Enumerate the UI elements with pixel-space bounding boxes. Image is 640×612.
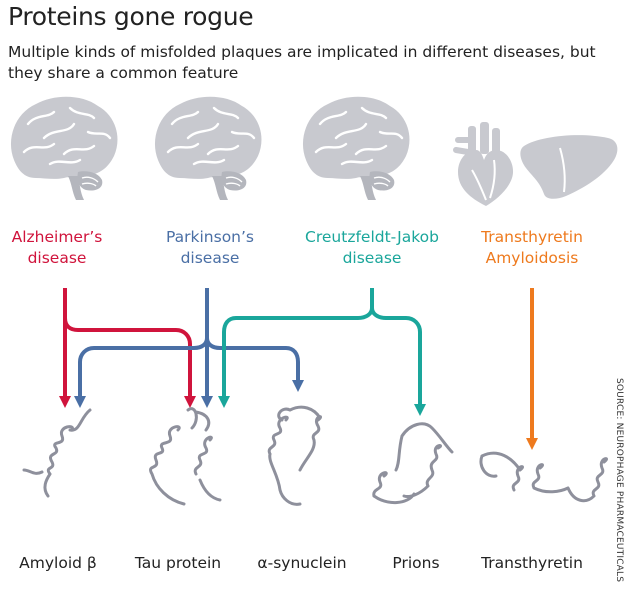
protein-label-amyloid: Amyloid β	[19, 554, 97, 572]
protein-label-prions: Prions	[392, 554, 439, 572]
connector-alzheimers-tau	[63, 317, 192, 398]
disease-label-alzheimers-line2: disease	[28, 249, 87, 267]
liver-icon	[520, 135, 618, 199]
figure-subtitle: Multiple kinds of misfolded plaques are …	[8, 43, 596, 82]
protein-label-synuclein: α-synuclein	[257, 554, 346, 572]
disease-label-parkinsons-line2: disease	[181, 249, 240, 267]
protein-ribbon-amyloid	[22, 408, 92, 498]
heart-icon	[453, 122, 514, 206]
arrowheads	[59, 380, 538, 450]
brain-icon	[301, 95, 411, 202]
disease-label-ttr-line2: Amyloidosis	[486, 249, 579, 267]
protein-structures	[22, 405, 608, 506]
connector-parkinsons-amyloid	[78, 337, 209, 398]
brain-icon	[9, 95, 119, 202]
disease-label-cjd-line1: Creutzfeldt-Jakob	[305, 228, 439, 246]
protein-label-transthyretin: Transthyretin	[480, 554, 583, 572]
brain-icon	[153, 95, 263, 202]
connector-parkinsons-synuclein	[205, 337, 300, 382]
protein-ribbon-synuclein	[267, 405, 323, 506]
protein-ribbon-transthyretin	[479, 451, 608, 503]
connector-cjd-prions	[370, 307, 422, 406]
protein-ribbon-tau	[149, 407, 222, 506]
disease-label-alzheimers-line1: Alzheimer’s	[12, 228, 103, 246]
disease-label-ttr-line1: Transthyretin	[480, 228, 583, 246]
source-credit: SOURCE: NEUROPHAGE PHARMACEUTICALS	[614, 378, 624, 583]
protein-ribbon-prions	[372, 422, 454, 504]
disease-label-cjd-line2: disease	[343, 249, 402, 267]
protein-labels: Amyloid β Tau protein α-synuclein Prions…	[19, 554, 583, 572]
disease-label-parkinsons-line1: Parkinson’s	[166, 228, 254, 246]
figure-title: Proteins gone rogue	[8, 2, 254, 31]
protein-label-tau: Tau protein	[134, 554, 221, 572]
disease-labels: Alzheimer’s disease Parkinson’s disease …	[12, 228, 583, 267]
